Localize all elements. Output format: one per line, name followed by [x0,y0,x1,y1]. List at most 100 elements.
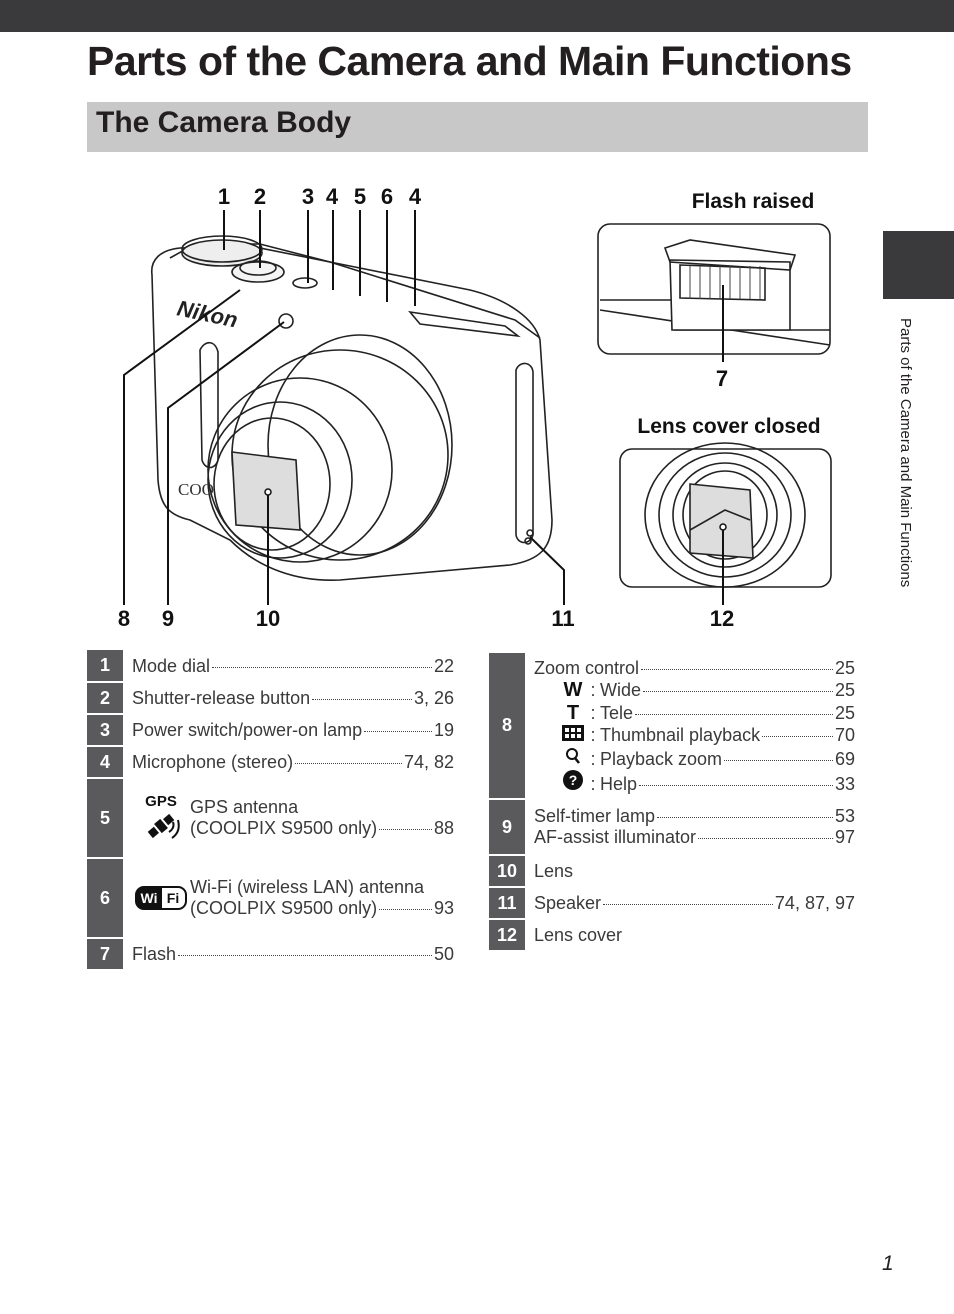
thumbnail-icon [560,724,586,747]
table-row: 6 Wi Fi Wi-Fi (wireless LAN) antenna (CO… [87,858,454,939]
page-ref[interactable]: 33 [834,774,855,794]
part-label: Zoom control [534,657,640,678]
top-bar [0,0,954,32]
flash-raised-inset [597,223,831,355]
camera-body [151,245,553,582]
part-number: 7 [87,938,123,971]
part-label: Lens cover [534,924,623,945]
page-ref[interactable]: 53 [834,806,855,826]
af-assist-lamp-shape [278,313,294,329]
lens-cover-closed-label: Lens cover closed [637,415,820,438]
part-label: AF-assist illuminator [534,827,697,847]
table-row: 11 Speaker 74, 87, 97 [489,887,855,920]
svg-text:Wi: Wi [141,890,158,906]
model-logo: COO [178,480,214,499]
page-ref[interactable]: 25 [834,657,855,678]
table-row: 4 Microphone (stereo) 74, 82 [87,746,454,779]
page-title: Parts of the Camera and Main Functions [87,38,852,84]
part-number: 1 [87,650,123,683]
section-title: The Camera Body [96,106,352,139]
callout-6: 6 [381,184,393,209]
chapter-tab [883,231,954,299]
callout-12: 12 [710,606,734,631]
callout-9: 9 [162,606,174,631]
sub-label: Tele [600,702,634,723]
svg-text:GPS: GPS [145,793,177,810]
part-number: 8 [489,653,525,800]
wifi-icon: Wi Fi [132,886,190,910]
magnifier-icon [560,747,586,771]
shutter-button-shape [231,261,285,283]
sub-label: Help [600,774,638,794]
part-label: Mode dial [132,655,211,676]
part-label: Lens [534,860,574,881]
part-number: 9 [489,799,525,856]
table-row: 5 GPS GPS antenna [87,778,454,859]
part-label: Flash [132,943,177,964]
svg-text:Fi: Fi [167,890,179,906]
part-number: 6 [87,858,123,939]
flash-raised-label: Flash raised [692,190,815,213]
table-row: 10 Lens [489,855,855,888]
page-ref[interactable]: 74, 82 [403,751,454,772]
page-ref[interactable]: 70 [834,725,855,745]
callout-11: 11 [551,606,574,631]
callout-2: 2 [254,184,266,209]
sub-label: Wide [600,680,642,700]
part-number: 12 [489,919,525,952]
sub-label: Playback zoom [600,748,723,769]
page-ref[interactable]: 74, 87, 97 [774,892,855,913]
table-row: 7 Flash 50 [87,938,454,971]
part-label: Self-timer lamp [534,806,656,826]
part-label: Microphone (stereo) [132,751,294,772]
part-number: 5 [87,778,123,859]
page-ref[interactable]: 93 [433,898,454,918]
part-label: Speaker [534,892,602,913]
part-number: 10 [489,855,525,888]
gps-antenna-label: GPS antenna [190,797,299,817]
page-ref[interactable]: 19 [433,719,454,740]
table-row: 9 Self-timer lamp 53 AF-assist illuminato… [489,799,855,856]
part-label: (COOLPIX S9500 only) [190,818,378,838]
page-ref[interactable]: 3, 26 [413,687,454,708]
flash-top-shape [408,310,521,338]
table-row: 12 Lens cover [489,919,855,952]
callout-7: 7 [716,366,728,391]
page-ref[interactable]: 88 [433,818,454,838]
help-icon: ? [560,770,586,796]
page-ref[interactable]: 25 [834,702,855,723]
power-button-shape [292,277,318,289]
camera-diagram: Nikon COO [118,184,832,631]
page-ref[interactable]: 97 [834,827,855,847]
callout-3: 3 [302,184,314,209]
svg-text:?: ? [569,772,578,788]
lens-outer-shape [267,334,453,556]
callout-1: 1 [218,184,230,209]
callout-5: 5 [354,184,366,209]
part-number: 3 [87,714,123,747]
wide-icon: W [563,679,583,701]
section-header: The Camera Body [87,102,868,152]
page-ref[interactable]: 25 [834,680,855,700]
gps-icon: GPS [132,792,190,844]
page-ref[interactable]: 22 [433,655,454,676]
callout-4b: 4 [409,184,422,209]
part-number: 11 [489,887,525,920]
table-row: 3 Power switch/power-on lamp 19 [87,714,454,747]
callout-4: 4 [326,184,339,209]
sub-label: Thumbnail playback [600,725,761,745]
part-label: Shutter-release button [132,687,311,708]
part-label: (COOLPIX S9500 only) [190,898,378,918]
callout-8: 8 [118,606,130,631]
part-number: 4 [87,746,123,779]
page-ref[interactable]: 69 [834,748,855,769]
tele-icon: T [566,701,580,724]
side-chapter-label: Parts of the Camera and Main Functions [897,318,914,588]
part-label: Power switch/power-on lamp [132,719,363,740]
page-ref[interactable]: 50 [433,943,454,964]
callout-10: 10 [256,606,280,631]
